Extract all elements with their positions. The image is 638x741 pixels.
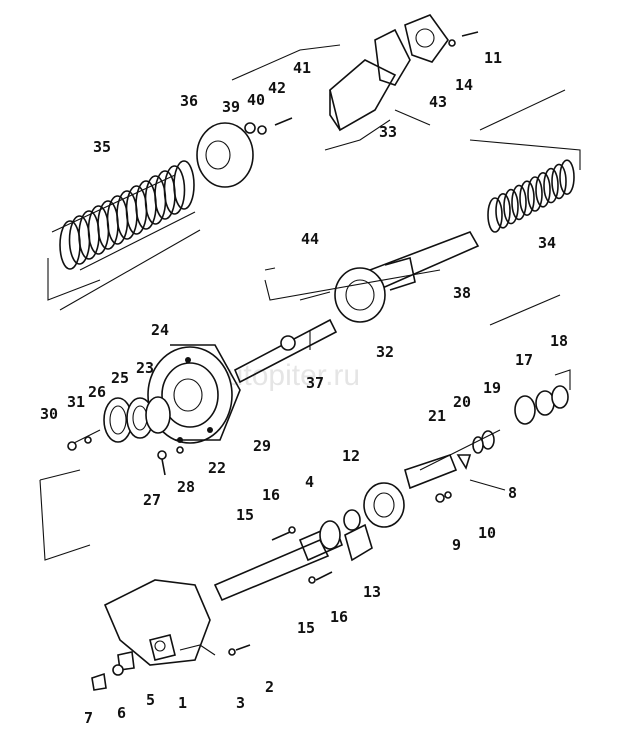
callout-6: 6: [117, 704, 126, 722]
callout-3: 3: [236, 694, 245, 712]
callout-28: 28: [177, 478, 195, 496]
watermark: autopiter.ru: [210, 359, 360, 392]
callout-20: 20: [453, 393, 471, 411]
spring-coil: [543, 167, 559, 204]
callout-16b: 16: [330, 608, 348, 626]
spring-coil: [511, 184, 527, 221]
callout-11: 11: [484, 49, 502, 67]
spring-coil: [487, 197, 503, 233]
callout-18: 18: [550, 332, 568, 350]
callout-27: 27: [143, 491, 161, 509]
callout-25: 25: [111, 369, 129, 387]
callout-1: 1: [178, 694, 187, 712]
callout-41: 41: [293, 59, 311, 77]
callout-4: 4: [305, 473, 314, 491]
spring-coil: [173, 160, 195, 210]
callout-7: 7: [84, 709, 93, 727]
callout-labels: 1 2 3 4 5 6 7 8 9 10 11 12 13 14 15 15 1…: [40, 49, 568, 727]
callout-2: 2: [265, 678, 274, 696]
spring-coil: [527, 176, 543, 212]
callout-37: 37: [306, 374, 324, 392]
parts-17-21: [419, 369, 571, 471]
callout-22: 22: [208, 459, 226, 477]
spring-coil: [535, 172, 551, 208]
callout-29: 29: [253, 437, 271, 455]
callout-38: 38: [453, 284, 471, 302]
callout-12: 12: [342, 447, 360, 465]
callout-16a: 16: [262, 486, 280, 504]
callout-10: 10: [478, 524, 496, 542]
spring-coil: [519, 180, 535, 216]
main-shaft-4: [213, 520, 373, 602]
rings-23-25-26: [39, 396, 184, 561]
spring-coil: [495, 193, 511, 229]
cover-plate-assembly: [231, 14, 479, 151]
callout-42: 42: [268, 79, 286, 97]
callout-31: 31: [67, 393, 85, 411]
callout-43: 43: [429, 93, 447, 111]
callout-33: 33: [379, 123, 397, 141]
flange-36: [196, 117, 293, 188]
callout-23: 23: [136, 359, 154, 377]
callout-44: 44: [301, 230, 319, 248]
callout-26: 26: [88, 383, 106, 401]
spring-coil: [559, 159, 575, 195]
shaft-37: [233, 294, 561, 384]
spring-35: [47, 160, 201, 311]
callout-5: 5: [146, 691, 155, 709]
spring-34: [469, 89, 581, 233]
callout-39: 39: [222, 98, 240, 116]
callout-14: 14: [455, 76, 473, 94]
callout-19: 19: [483, 379, 501, 397]
spring-coil: [551, 163, 567, 200]
callout-17: 17: [515, 351, 533, 369]
shaft-38-flange-32: [264, 231, 480, 323]
callout-13: 13: [363, 583, 381, 601]
callout-32: 32: [376, 343, 394, 361]
callout-40: 40: [247, 91, 265, 109]
callout-36: 36: [180, 92, 198, 110]
spring-coil: [503, 188, 519, 225]
callout-21: 21: [428, 407, 446, 425]
callout-24: 24: [151, 321, 169, 339]
bottom-cover-1: [91, 579, 251, 691]
callout-15a: 15: [236, 506, 254, 524]
callout-9: 9: [452, 536, 461, 554]
callout-30: 30: [40, 405, 58, 423]
callout-8: 8: [508, 484, 517, 502]
spring-coil: [163, 165, 186, 215]
parts-8-9-10-12: [343, 454, 506, 531]
callout-34: 34: [538, 234, 556, 252]
callout-35: 35: [93, 138, 111, 156]
callout-15b: 15: [297, 619, 315, 637]
